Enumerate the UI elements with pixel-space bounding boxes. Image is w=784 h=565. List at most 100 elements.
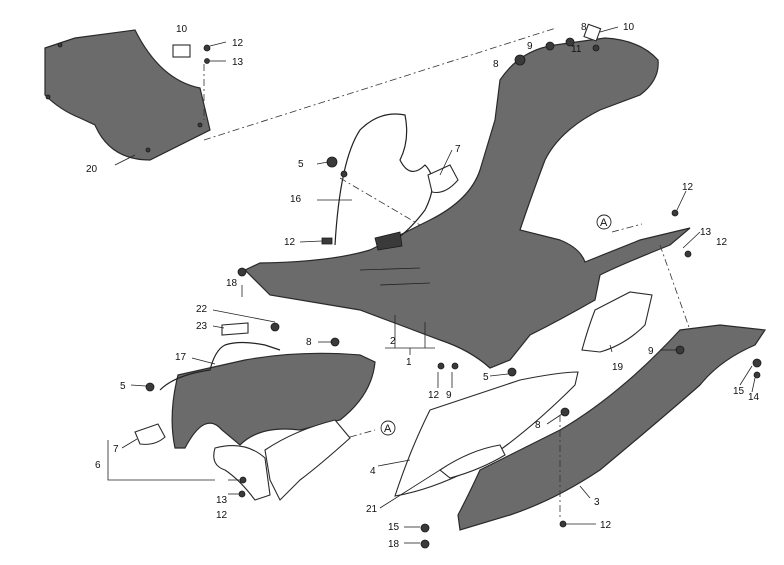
callout-12: 12	[716, 237, 728, 248]
assembly-line	[611, 223, 643, 233]
part-15-washer-bottom	[420, 523, 430, 533]
reference-marker-label: A	[384, 423, 392, 435]
part-10-clip-left	[172, 44, 191, 58]
part-7-pad	[427, 164, 459, 194]
callout-2: 2	[390, 336, 396, 347]
leader-lines	[107, 26, 756, 544]
callout-9: 9	[446, 390, 452, 401]
part-2-main-fairing	[243, 37, 691, 369]
callout-17: 17	[175, 352, 187, 363]
callout-8: 8	[535, 420, 541, 431]
part-22-fastener	[270, 322, 280, 332]
callout-9: 9	[527, 41, 533, 52]
callout-5: 5	[298, 159, 304, 170]
callout-8: 8	[581, 22, 587, 33]
rivet	[57, 42, 63, 48]
part-9-screw-top	[545, 41, 555, 51]
callout-4: 4	[370, 466, 376, 477]
assembly-line	[349, 429, 376, 438]
part-8-grommet-panel	[507, 367, 517, 377]
callout-3: 3	[594, 497, 600, 508]
callout-8: 8	[493, 59, 499, 70]
callout-22: 22	[196, 304, 208, 315]
cable-clip	[340, 170, 348, 178]
callout-19: 19	[612, 362, 624, 373]
part-9-screw-panel	[451, 362, 459, 370]
assembly-line	[659, 244, 691, 331]
callout-labels: 20 10 12 13 8 10 9 11 8 5 7 16 12 12 13 …	[86, 22, 760, 550]
rivet	[145, 147, 151, 153]
callout-20: 20	[86, 164, 98, 175]
callout-14: 14	[748, 392, 760, 403]
part-6-lower-panel	[213, 445, 271, 501]
part-10-clip-right	[583, 23, 602, 42]
part-12-screw-bottom	[559, 520, 567, 528]
part-8-grommet-left	[330, 337, 340, 347]
part-18-bolt	[237, 267, 247, 277]
part-7-pad-left	[134, 423, 166, 445]
part-8-grommet-top	[514, 54, 526, 66]
callout-13: 13	[700, 227, 712, 238]
callout-12: 12	[682, 182, 694, 193]
callout-18: 18	[388, 539, 400, 550]
callout-1: 1	[406, 357, 412, 368]
callout-13: 13	[232, 57, 244, 68]
part-5-grommet	[326, 156, 338, 168]
part-11-nut	[592, 44, 600, 52]
part-5-grommet-left	[145, 382, 155, 392]
part-8-grommet-top2	[565, 37, 575, 47]
part-3-lower-right-fairing	[457, 324, 767, 531]
part-18-bolt-bottom	[420, 539, 430, 549]
part-12-screw-mid	[321, 237, 333, 245]
callout-7: 7	[113, 444, 119, 455]
part-13-nut-left	[204, 58, 210, 64]
callout-16: 16	[290, 194, 302, 205]
part-13-nut-lower	[239, 476, 247, 484]
part-12-screw-right2	[684, 250, 692, 258]
part-12-screw-left	[203, 44, 211, 52]
rivet	[197, 122, 203, 128]
callout-18: 18	[226, 278, 238, 289]
callout-5: 5	[483, 372, 489, 383]
callout-7: 7	[455, 144, 461, 155]
reference-marker-label: A	[600, 217, 608, 229]
reference-marker-left: A	[380, 420, 396, 436]
callout-10: 10	[176, 24, 188, 35]
callout-21: 21	[366, 504, 378, 515]
part-16-cable	[334, 113, 434, 246]
part-17-cable	[159, 341, 281, 391]
callout-15: 15	[733, 386, 745, 397]
part-9-screw-lower	[675, 345, 685, 355]
callout-6: 6	[95, 460, 101, 471]
part-23-strip	[221, 322, 249, 336]
fairing-detail	[359, 267, 431, 286]
mount-bracket	[374, 231, 403, 251]
rivet	[45, 94, 51, 100]
callout-15: 15	[388, 522, 400, 533]
part-15-washer-right	[752, 358, 762, 368]
callout-23: 23	[196, 321, 208, 332]
callout-12: 12	[428, 390, 440, 401]
callout-8: 8	[306, 337, 312, 348]
callout-11: 11	[571, 44, 582, 55]
callout-10: 10	[623, 22, 635, 33]
part-21-insert	[439, 444, 506, 479]
part-6-lower-panel2	[264, 419, 351, 501]
part-12-screw-right	[671, 209, 679, 217]
callout-12: 12	[216, 510, 228, 521]
part-6-left-fairing	[171, 352, 376, 449]
assembly-line	[339, 177, 421, 226]
reference-marker-right: A	[596, 214, 612, 230]
part-14-bolt-right	[753, 371, 761, 379]
callout-12: 12	[284, 237, 296, 248]
callout-12: 12	[600, 520, 612, 531]
callout-12: 12	[232, 38, 244, 49]
callout-9: 9	[648, 346, 654, 357]
callout-13: 13	[216, 495, 228, 506]
part-12-screw-panel	[437, 362, 445, 370]
part-8-grommet-lower	[560, 407, 570, 417]
callout-5: 5	[120, 381, 126, 392]
part-19-small-panel	[581, 291, 653, 353]
assembly-line	[203, 27, 557, 141]
